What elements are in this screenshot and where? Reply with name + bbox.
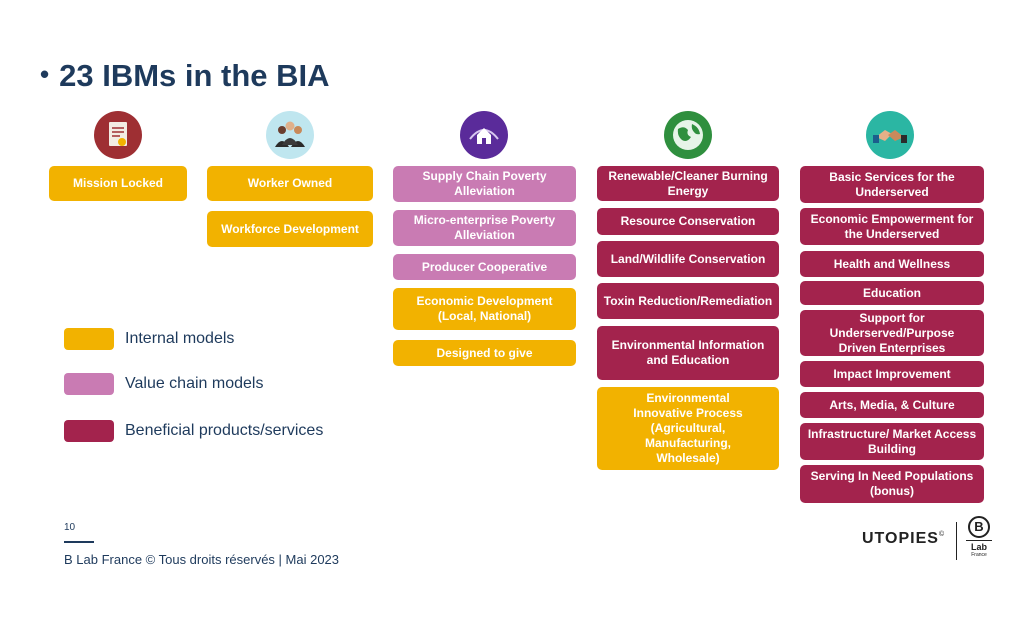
box-label: Workforce Development	[221, 221, 359, 236]
box-label: Supply Chain Poverty Alleviation	[422, 169, 547, 198]
box-label: Renewable/Cleaner Burning Energy	[608, 168, 768, 198]
box-label: Impact Improvement	[833, 366, 951, 381]
box-label: Support for Underserved/Purpose Driven E…	[829, 310, 955, 355]
box-supply-chain-poverty: Supply Chain Poverty Alleviation	[393, 166, 576, 202]
box-label: Health and Wellness	[833, 256, 951, 271]
footer-copyright: B Lab France © Tous droits réservés | Ma…	[64, 552, 340, 567]
logo-separator	[956, 522, 957, 560]
box-support-underserved: Support for Underserved/Purpose Driven E…	[800, 310, 984, 356]
box-worker-owned: Worker Owned	[207, 166, 373, 201]
box-resource-conservation: Resource Conservation	[597, 208, 779, 235]
box-label: Basic Services for the Underserved	[829, 169, 955, 199]
utopies-wordmark: UTOPIES	[862, 530, 939, 547]
legend-label-internal: Internal models	[125, 330, 235, 347]
box-environmental-information: Environmental Information and Education	[597, 326, 779, 380]
legend-label-beneficial: Beneficial products/services	[125, 422, 324, 439]
box-workforce-development: Workforce Development	[207, 211, 373, 247]
box-micro-enterprise: Micro-enterprise Poverty Alleviation	[393, 210, 576, 246]
workers-icon	[266, 111, 314, 159]
box-label: Environmental Innovative Process (Agricu…	[633, 391, 743, 465]
box-arts-media-culture: Arts, Media, & Culture	[800, 392, 984, 418]
box-label: Arts, Media, & Culture	[829, 397, 955, 412]
blab-country-text: France	[971, 552, 987, 558]
title-bullet: •	[40, 59, 50, 89]
title-text: 23 IBMs in the BIA	[59, 58, 330, 93]
box-economic-development: Economic Development (Local, National)	[393, 288, 576, 330]
utopies-logo: UTOPIES©	[862, 530, 945, 548]
box-renewable-energy: Renewable/Cleaner Burning Energy	[597, 166, 779, 201]
box-impact-improvement: Impact Improvement	[800, 361, 984, 387]
box-label: Infrastructure/ Market Access Building	[807, 426, 977, 456]
utopies-registered-mark: ©	[938, 531, 946, 538]
box-label: Serving In Need Populations (bonus)	[810, 469, 974, 498]
page-number-underline	[64, 541, 94, 543]
legend-swatch-internal	[64, 328, 114, 350]
box-land-wildlife: Land/Wildlife Conservation	[597, 241, 779, 277]
box-mission-locked: Mission Locked	[49, 166, 187, 201]
box-label: Education	[862, 285, 921, 300]
box-label: Worker Owned	[247, 176, 333, 190]
blab-lab-text: Lab	[966, 540, 992, 552]
page-number: 10	[64, 522, 76, 533]
blab-logo: B Lab France	[966, 516, 992, 558]
box-label: Economic Development (Local, National)	[416, 294, 553, 323]
box-designed-to-give: Designed to give	[393, 340, 576, 366]
box-producer-cooperative: Producer Cooperative	[393, 254, 576, 280]
legend-swatch-beneficial	[64, 420, 114, 442]
handshake-icon	[866, 111, 914, 159]
box-health-wellness: Health and Wellness	[800, 251, 984, 277]
legend-swatch-value-chain	[64, 373, 114, 395]
supply-chain-house-icon	[460, 111, 508, 159]
box-environmental-innovative: Environmental Innovative Process (Agricu…	[597, 387, 779, 470]
blab-b-mark: B	[968, 516, 990, 538]
box-label: Land/Wildlife Conservation	[610, 251, 766, 266]
box-label: Resource Conservation	[620, 214, 756, 228]
globe-icon	[664, 111, 712, 159]
box-label: Economic Empowerment for the Underserved	[810, 211, 974, 241]
box-serving-in-need: Serving In Need Populations (bonus)	[800, 465, 984, 503]
box-label: Producer Cooperative	[421, 259, 548, 274]
box-basic-services: Basic Services for the Underserved	[800, 166, 984, 203]
box-economic-empowerment: Economic Empowerment for the Underserved	[800, 208, 984, 245]
box-education: Education	[800, 281, 984, 305]
box-label: Mission Locked	[72, 176, 164, 190]
box-label: Toxin Reduction/Remediation	[603, 293, 773, 308]
box-label: Designed to give	[436, 345, 533, 360]
box-label: Environmental Information and Education	[611, 338, 765, 367]
slide-title: • 23 IBMs in the BIA	[40, 58, 330, 94]
legend-label-value-chain: Value chain models	[125, 375, 264, 392]
certificate-icon	[94, 111, 142, 159]
box-toxin-reduction: Toxin Reduction/Remediation	[597, 283, 779, 319]
box-label: Micro-enterprise Poverty Alleviation	[413, 213, 556, 242]
box-infrastructure: Infrastructure/ Market Access Building	[800, 423, 984, 460]
